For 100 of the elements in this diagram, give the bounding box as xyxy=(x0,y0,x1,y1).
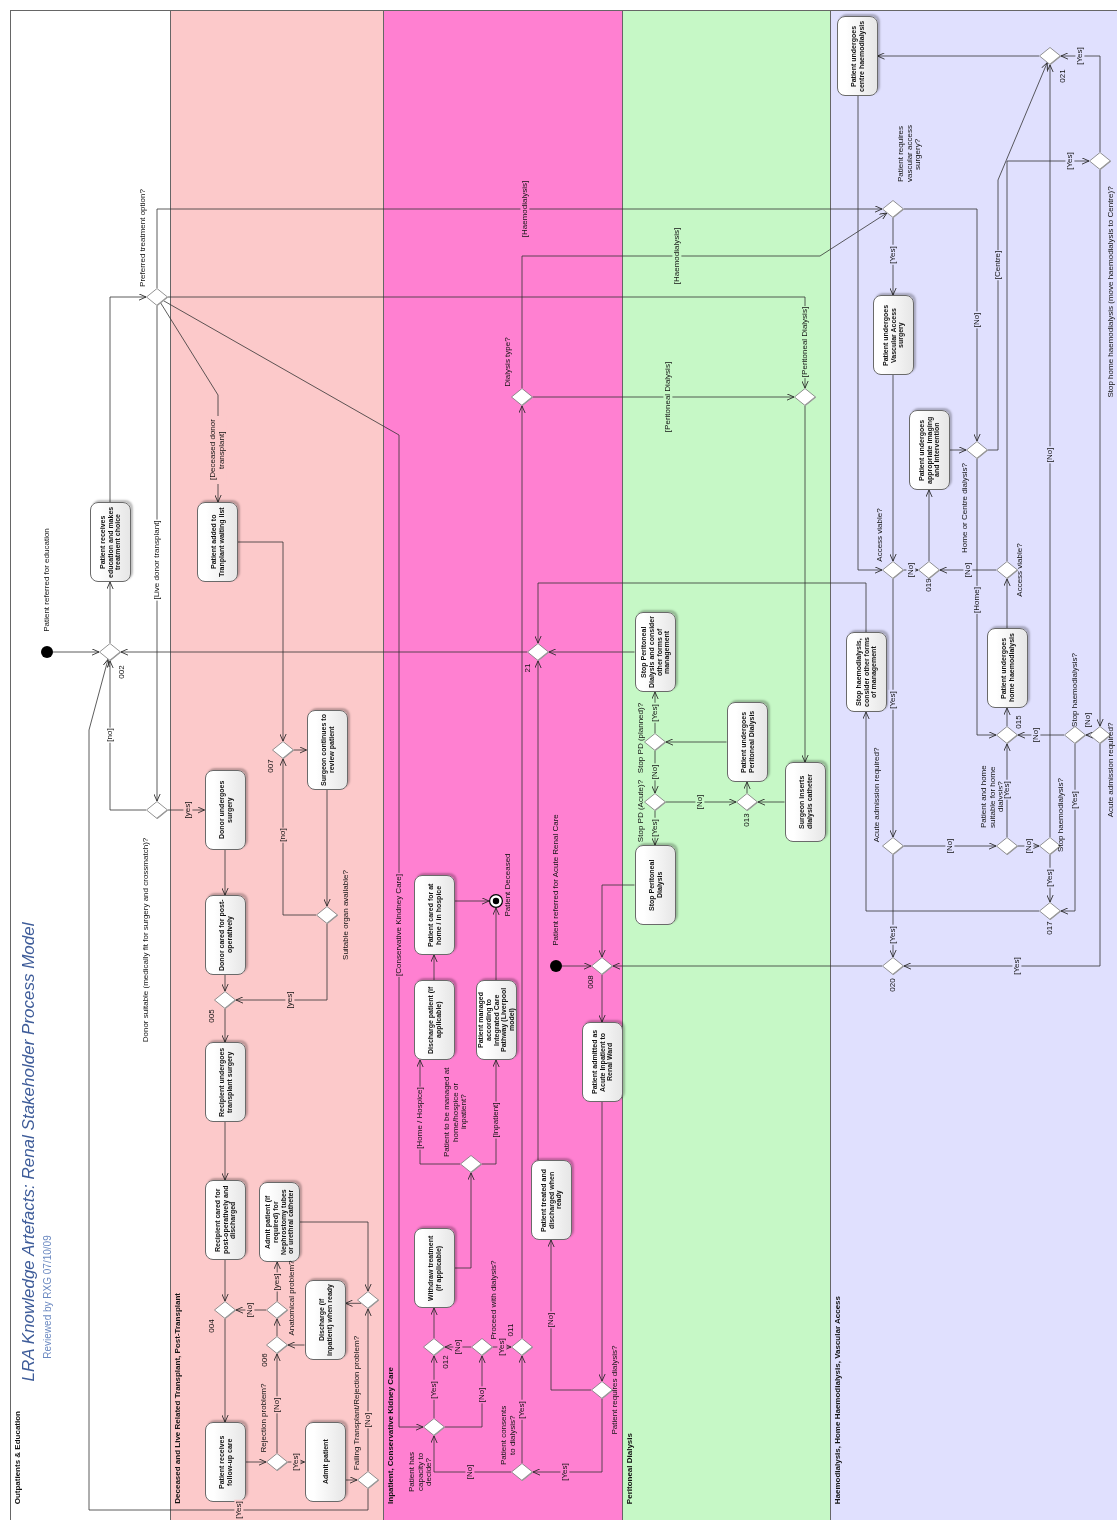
start-label: Patient referred for education xyxy=(42,528,52,632)
edge-label: [Deceased donor transplant] xyxy=(209,416,227,484)
decision-label: Suitable organ available? xyxy=(341,870,351,960)
start-label: Patient referred for Acute Renal Care xyxy=(551,814,561,946)
decision-diamond xyxy=(996,561,1018,579)
decision-label: Preferred treatment option? xyxy=(138,189,148,287)
decision-label: 008 xyxy=(586,975,596,989)
decision-diamond xyxy=(266,1301,288,1319)
decision-diamond xyxy=(882,200,904,218)
edge-label: [Yes] xyxy=(1012,956,1022,976)
decision-diamond xyxy=(272,741,294,759)
edge-label: [Yes] xyxy=(1075,46,1085,66)
decision-diamond xyxy=(357,1291,379,1309)
edge-label: [No] xyxy=(1045,446,1055,464)
decision-diamond xyxy=(1039,47,1061,65)
decision-diamond xyxy=(146,288,168,306)
decision-diamond xyxy=(460,1155,482,1173)
edge-label: [Peritoneal Dialysis] xyxy=(800,305,810,379)
swimlane xyxy=(830,10,1117,1520)
edge-label: [No] xyxy=(945,837,955,855)
edge-label: [Yes] xyxy=(650,703,660,723)
edge-label: [No] xyxy=(906,561,916,579)
decision-label: Stop haemodialysis? xyxy=(1070,653,1080,727)
decision-diamond xyxy=(1064,726,1086,744)
diagram-title: LRA Knowledge Artefacts: Renal Stakeholder Process Model xyxy=(19,922,39,1382)
edge-label: [Yes] xyxy=(650,818,660,838)
decision-label: Stop PD (Acute)? xyxy=(636,779,646,843)
start-dot xyxy=(550,960,562,972)
edge-label: [Haemodialysis] xyxy=(672,226,682,286)
decision-diamond xyxy=(591,957,613,975)
edge-label: [yes] xyxy=(285,990,295,1010)
decision-label: 007 xyxy=(266,759,276,773)
reviewer-note: Reviewed by RXG 07/10/09 xyxy=(41,1235,53,1359)
decision-label: Acute admission required? xyxy=(872,747,882,843)
edge-label: [no] xyxy=(278,827,288,843)
edge-label: [No] xyxy=(1031,726,1041,744)
decision-label: Anatomical problem? xyxy=(287,1260,297,1336)
edge-label: [Yes] xyxy=(497,1337,507,1357)
lane-title: Inpatient, Conservative Kidney Care xyxy=(386,1367,395,1504)
decision-diamond xyxy=(266,1336,288,1354)
edge-label: [Yes] xyxy=(1045,868,1055,888)
decision-diamond xyxy=(918,561,940,579)
decision-label: Patient to be managed at home/hospice or inpatient? xyxy=(442,1066,470,1158)
lane-title: Haemodialysis, Home Haemodialysis, Vascular Access xyxy=(833,1295,842,1504)
swimlane xyxy=(383,10,622,1520)
edge-label: [no] xyxy=(105,727,115,743)
edge-label: [Yes] xyxy=(1065,151,1075,171)
decision-label: 21 xyxy=(523,663,533,673)
decision-label: 005 xyxy=(207,1009,217,1023)
edge-label: [No] xyxy=(695,793,705,811)
decision-label: Stop home haemodialysis (move haemodialysis to Centre)? xyxy=(1106,186,1116,398)
edge-label: [Yes] xyxy=(1070,790,1080,810)
edge-label: [Yes] xyxy=(888,245,898,265)
edge-label: [No] xyxy=(453,1338,463,1356)
decision-label: Stop PD (planned)? xyxy=(636,702,646,774)
decision-diamond xyxy=(996,837,1018,855)
edge-label: [yes] xyxy=(272,1272,282,1292)
edge-label: [No] xyxy=(272,1396,282,1414)
edge-label: [No] xyxy=(963,561,973,579)
decision-label: 002 xyxy=(117,665,127,679)
decision-diamond xyxy=(882,957,904,975)
edge-label: [No] xyxy=(477,1386,487,1404)
decision-label: Failing Transplant/Rejection problem? xyxy=(352,1335,362,1471)
swimlane xyxy=(10,10,170,1520)
decision-label: 013 xyxy=(742,813,752,827)
decision-diamond xyxy=(644,733,666,751)
decision-label: 020 xyxy=(888,978,898,992)
decision-diamond xyxy=(214,991,236,1009)
decision-label: Proceed with dialysis? xyxy=(489,1260,499,1340)
decision-diamond xyxy=(423,1418,445,1436)
decision-label: Patient requires vascular access surgery? xyxy=(896,124,924,185)
decision-diamond xyxy=(966,441,988,459)
edge-label: [Yes] xyxy=(291,1452,301,1472)
edge-label: [No] xyxy=(972,311,982,329)
edge-label: [No] xyxy=(245,1301,255,1319)
edge-label: [No] xyxy=(1024,837,1034,855)
decision-diamond xyxy=(882,837,904,855)
decision-diamond xyxy=(794,388,816,406)
edge-label: [Yes] xyxy=(560,1462,570,1482)
end-label: Patient Deceased xyxy=(503,853,513,917)
decision-diamond xyxy=(423,1338,445,1356)
decision-diamond xyxy=(882,561,904,579)
edge-label: [Yes] xyxy=(1002,780,1012,800)
decision-diamond xyxy=(146,801,168,819)
decision-diamond xyxy=(591,1381,613,1399)
decision-label: Patient has capacity to decide? xyxy=(407,1451,435,1494)
decision-diamond xyxy=(471,1338,493,1356)
decision-diamond xyxy=(996,726,1018,744)
decision-label: Acute admission required? xyxy=(1106,722,1116,818)
edge-label: [Yes] xyxy=(888,925,898,945)
decision-label: Donor suitable (medically fit for surgery and crossmatch)? xyxy=(141,837,151,1043)
decision-label: 021 xyxy=(1058,69,1068,83)
decision-diamond xyxy=(1039,902,1061,920)
edge-label: [Home / Hospice] xyxy=(415,1086,425,1150)
decision-label: Access viable? xyxy=(875,508,885,562)
decision-label: Patient consents to dialysis? xyxy=(500,1404,518,1467)
edge-label: [No] xyxy=(465,1463,475,1481)
decision-diamond xyxy=(1089,152,1111,170)
lane-title: Peritoneal Dialysis xyxy=(625,1432,634,1504)
edge-label: [Yes] xyxy=(429,1380,439,1400)
